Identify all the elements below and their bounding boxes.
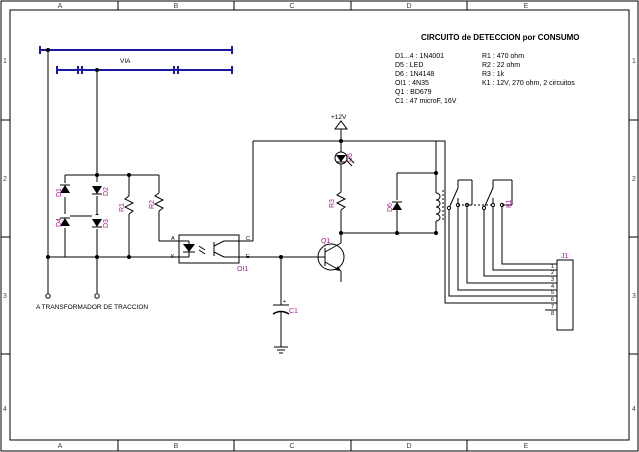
diode-d1 — [60, 183, 70, 197]
part-oi1: OI1 : 4N35 — [395, 80, 429, 87]
zone-row-2-left: 2 — [3, 176, 7, 183]
relay-coil-k1 — [339, 141, 444, 235]
zone-col-e-top: E — [524, 3, 529, 10]
d5-ref: D5 — [347, 153, 354, 162]
opto-pin-a: A — [171, 236, 175, 242]
diode-d2 — [92, 182, 102, 196]
oi1-ref: OI1 — [237, 266, 248, 273]
zone-row-4-left: 4 — [3, 406, 7, 413]
transformer-wires — [45, 48, 100, 299]
parts-list-left: D1...4 : 1N4001 D5 : LED D6 : 1N4148 OI1… — [395, 53, 457, 105]
k1-ref: K1 — [506, 199, 513, 208]
j1-ref: J1 — [561, 253, 569, 260]
zone-col-e-bottom: E — [524, 443, 529, 450]
c1-ref: C1 — [289, 308, 298, 315]
j1-pin-7: 7 — [551, 304, 554, 310]
j1-pin-2: 2 — [551, 270, 554, 276]
zone-row-2-right: 2 — [632, 176, 636, 183]
d1-ref: D1 — [56, 188, 63, 197]
relay-contacts — [446, 179, 513, 215]
r2-ref: R2 — [149, 200, 156, 209]
d6-ref: D6 — [387, 203, 394, 212]
part-d1-4: D1...4 : 1N4001 — [395, 53, 444, 60]
parts-list-right: R1 : 470 ohm R2 : 22 ohm R3 : 1k K1 : 12… — [482, 53, 575, 87]
diode-d6 — [392, 173, 402, 233]
part-r3: R3 : 1k — [482, 71, 505, 78]
zone-row-4-right: 4 — [632, 406, 636, 413]
via-rails — [39, 46, 233, 74]
c1-plus: + — [283, 299, 286, 305]
j1-pin-1: 1 — [551, 264, 554, 270]
zone-col-a-top: A — [58, 3, 63, 10]
zone-col-d-bottom: D — [406, 443, 411, 450]
part-r2: R2 : 22 ohm — [482, 62, 520, 69]
opto-pin-c: C — [246, 236, 250, 242]
zone-row-3-right: 3 — [632, 293, 636, 300]
d3-ref: D3 — [103, 219, 110, 228]
zone-col-c-bottom: C — [289, 443, 294, 450]
diagram-title: CIRCUITO de DETECCION por CONSUMO — [421, 33, 580, 42]
d4-ref: D4 — [56, 218, 63, 227]
supply-12v — [239, 120, 436, 242]
part-q1: Q1 : BD679 — [395, 89, 432, 96]
resistor-r3 — [335, 191, 347, 233]
r1-ref: R1 — [119, 203, 126, 212]
optocoupler-oi1 — [178, 234, 240, 264]
led-d5 — [334, 141, 355, 192]
ground-icon — [274, 346, 288, 354]
transformer-label: A TRANSFORMADOR DE TRACCION — [36, 304, 148, 311]
relay-to-j1-wires — [436, 140, 553, 311]
resistor-r2 — [129, 174, 179, 242]
part-c1: C1 : 47 microF, 16V — [395, 98, 457, 105]
transistor-q1 — [239, 233, 345, 282]
zone-col-b-bottom: B — [174, 443, 179, 450]
connector-j1 — [553, 259, 574, 331]
r3-ref: R3 — [329, 199, 336, 208]
diode-d3 — [92, 215, 102, 229]
zone-row-1-left: 1 — [3, 58, 7, 65]
resistor-r1 — [123, 173, 135, 259]
d2-ref: D2 — [103, 187, 110, 196]
opto-pin-k: K — [171, 254, 175, 260]
j1-pin-6: 6 — [551, 297, 554, 303]
j1-pin-5: 5 — [551, 290, 554, 296]
part-d6: D6 : 1N4148 — [395, 71, 434, 78]
q1-ref: Q1 — [321, 238, 330, 245]
diode-d4 — [60, 214, 70, 228]
zone-row-1-right: 1 — [632, 58, 636, 65]
j1-pin-3: 3 — [551, 277, 554, 283]
j1-pin-8: 8 — [551, 311, 554, 317]
zone-row-3-left: 3 — [3, 293, 7, 300]
zone-col-b-top: B — [174, 3, 179, 10]
zone-col-c-top: C — [289, 3, 294, 10]
capacitor-c1 — [272, 257, 290, 347]
part-r1: R1 : 470 ohm — [482, 53, 524, 60]
part-k1: K1 : 12V, 270 ohm, 2 circuitos — [482, 80, 575, 87]
supply-label: +12V — [331, 114, 347, 121]
diode-bridge — [46, 173, 129, 259]
zone-col-a-bottom: A — [58, 443, 63, 450]
j1-pin-4: 4 — [551, 284, 554, 290]
zone-col-d-top: D — [406, 3, 411, 10]
part-d5: D5 : LED — [395, 62, 423, 69]
via-label: VIA — [120, 58, 131, 65]
